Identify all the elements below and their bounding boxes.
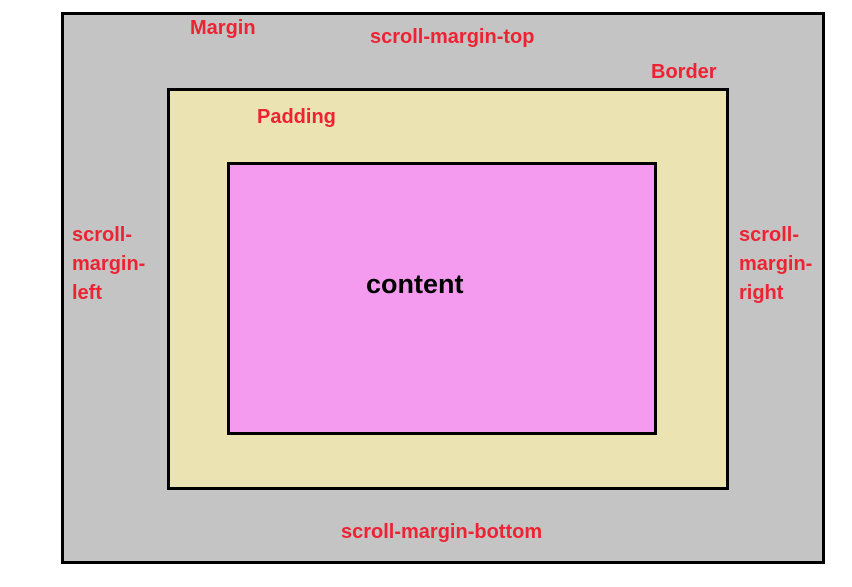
border-label: Border — [651, 61, 717, 83]
scroll-margin-top-label: scroll-margin-top — [370, 26, 535, 48]
scroll-margin-right-label: scroll- margin- right — [739, 221, 812, 308]
scroll-margin-left-line-3: left — [72, 282, 102, 304]
scroll-margin-right-line-3: right — [739, 282, 784, 304]
scroll-margin-left-line-1: scroll- — [72, 224, 133, 246]
padding-label: Padding — [257, 106, 336, 128]
content-label: content — [366, 269, 464, 299]
content-box — [227, 162, 657, 435]
margin-label: Margin — [190, 17, 256, 39]
scroll-margin-right-line-2: margin- — [739, 253, 813, 275]
scroll-margin-left-line-2: margin- — [72, 253, 146, 275]
scroll-margin-right-line-1: scroll- — [739, 224, 800, 246]
scroll-margin-bottom-label: scroll-margin-bottom — [341, 521, 543, 543]
scroll-margin-left-label: scroll- margin- left — [72, 221, 145, 308]
